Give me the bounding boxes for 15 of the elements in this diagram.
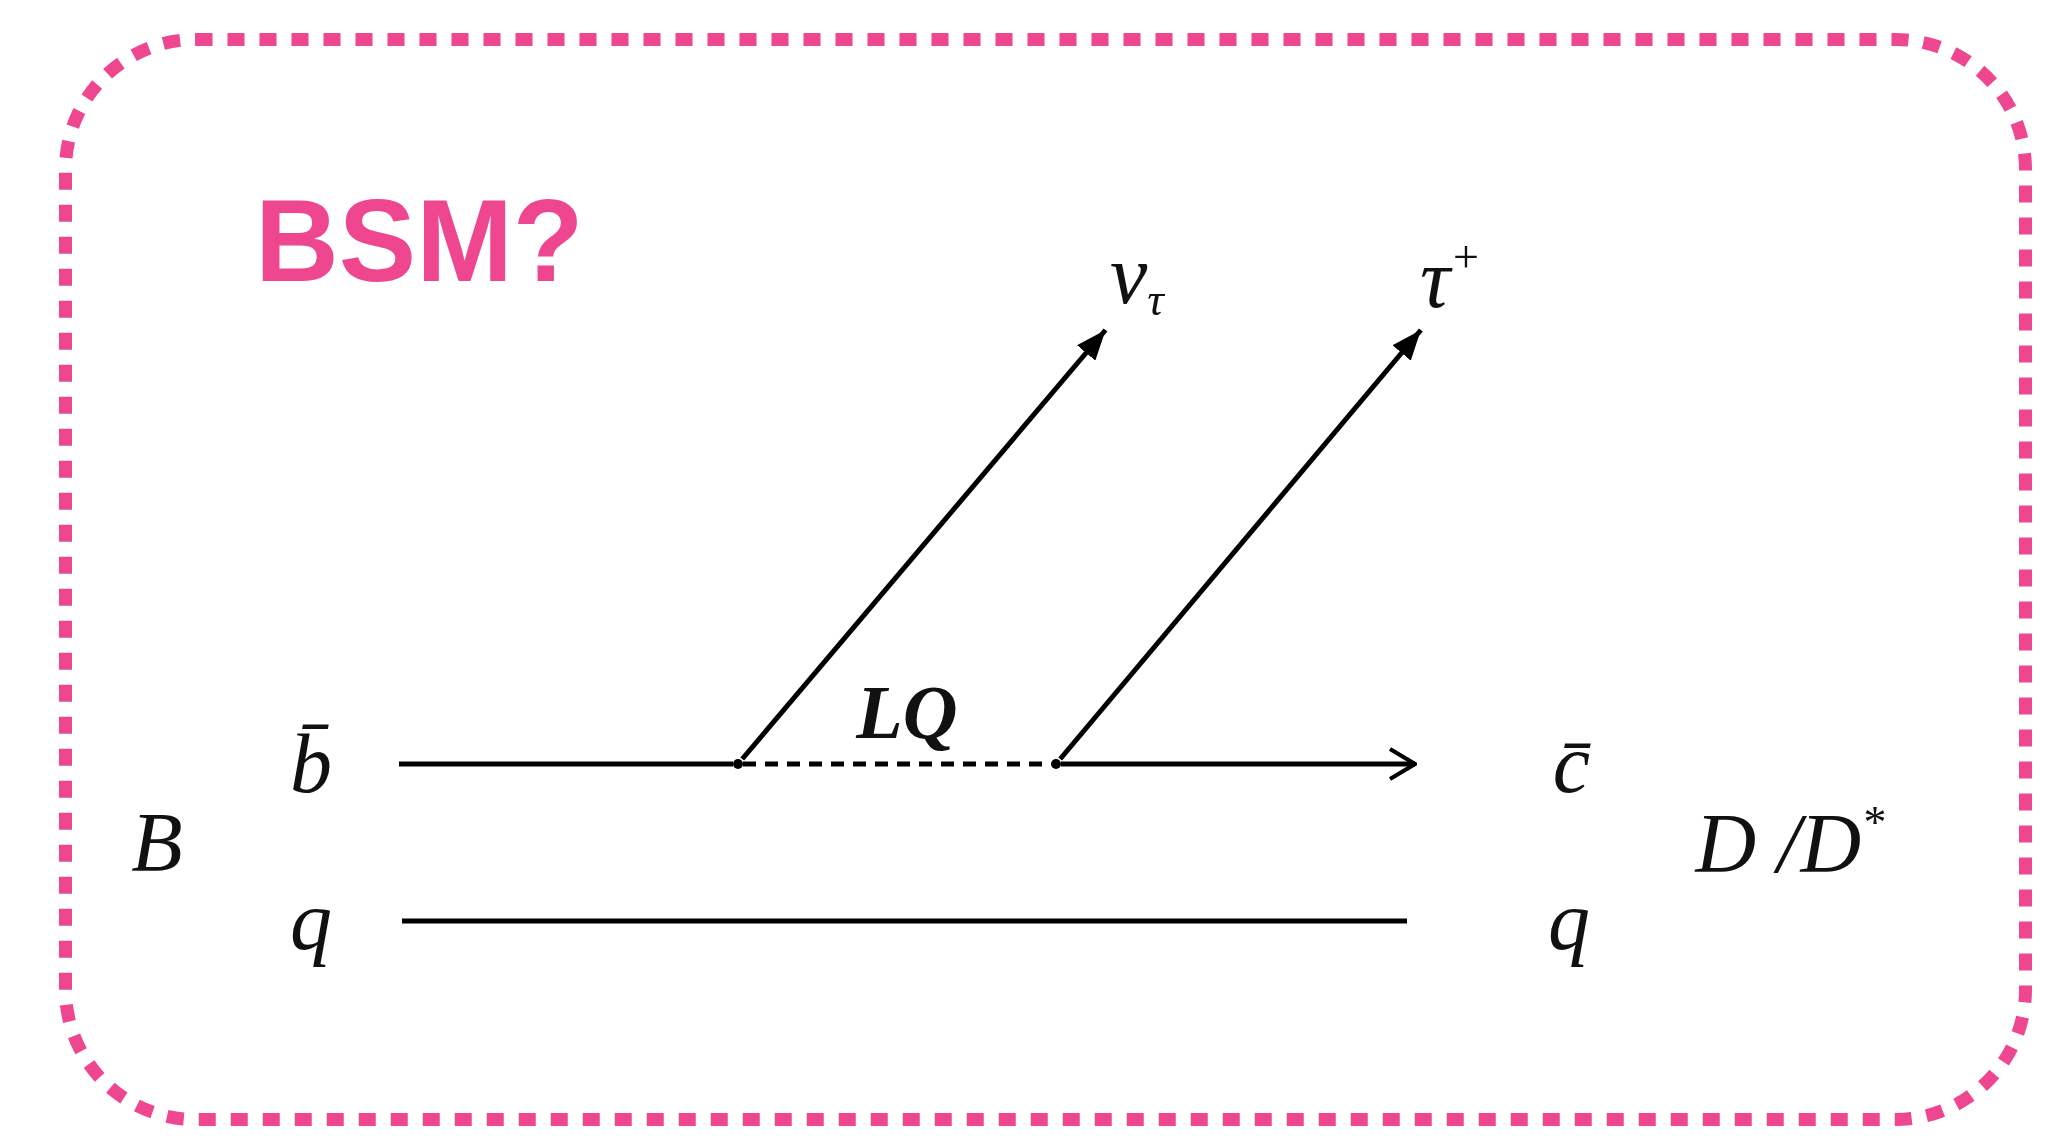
hadron-label: D /D$^{*}$ bbox=[1695, 799, 1885, 887]
arrow bbox=[740, 328, 1108, 761]
particle-line bbox=[399, 761, 733, 767]
arrow bbox=[1058, 328, 1423, 761]
arrow bbox=[1061, 747, 1417, 781]
vertex-dot bbox=[1051, 759, 1061, 769]
particle-label: τ$^{+}$ bbox=[1420, 234, 1482, 321]
dashed-rounded-box bbox=[59, 33, 2032, 1126]
heading: BSM? bbox=[255, 183, 584, 299]
hadron-label: B bbox=[131, 801, 183, 885]
particle-label: c̄ bbox=[1552, 722, 1590, 806]
particle-label: ν$_{τ}$ bbox=[1110, 232, 1164, 323]
particle-line bbox=[402, 918, 1407, 924]
vertex-dot bbox=[733, 759, 743, 769]
particle-label: b̄ bbox=[290, 722, 332, 806]
